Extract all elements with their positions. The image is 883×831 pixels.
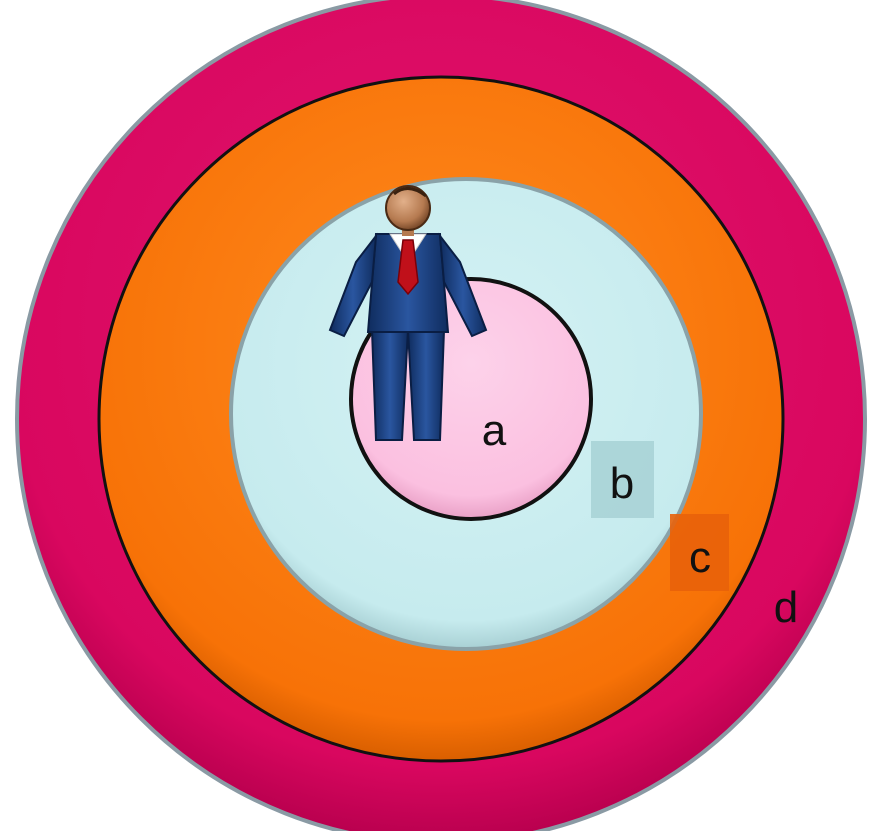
label-b: b	[610, 459, 634, 508]
label-a: a	[482, 406, 507, 455]
label-d: d	[774, 583, 798, 632]
label-c: c	[689, 533, 711, 582]
